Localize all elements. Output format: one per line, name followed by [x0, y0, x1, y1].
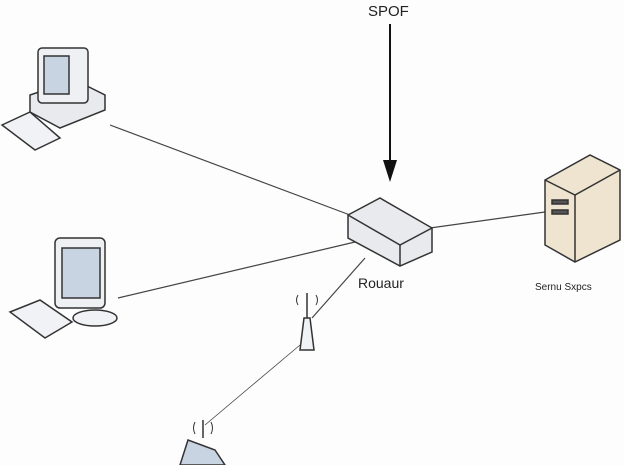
router-icon — [347, 197, 433, 267]
computer-2-icon — [8, 237, 118, 339]
spof-label: SPOF — [368, 3, 409, 20]
spof-arrow — [383, 24, 397, 182]
link-pc2-router — [117, 241, 356, 299]
server-label: Sernu Sxpcs — [535, 282, 592, 293]
wireless-client-icon — [179, 420, 226, 465]
link-router-ap — [311, 257, 366, 319]
link-pc1-router — [109, 124, 351, 216]
server-icon — [544, 154, 621, 263]
connections — [109, 124, 546, 426]
access-point-icon — [296, 293, 318, 351]
link-router-server — [429, 211, 546, 229]
computer-1-icon — [0, 47, 106, 151]
link-ap-client — [204, 344, 301, 426]
router-label: Rouaur — [358, 275, 404, 291]
